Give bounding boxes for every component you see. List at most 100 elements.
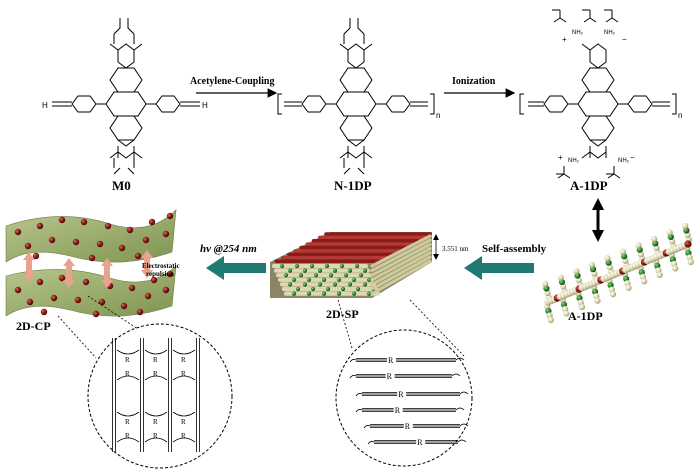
sp-green-atom <box>313 273 319 278</box>
sp-green-atom <box>302 282 308 287</box>
sp-chain-end <box>349 374 357 379</box>
sp-dimension-label: 3.551 nm <box>442 245 469 253</box>
ionization-label: Ionization <box>452 76 496 87</box>
electrostatic-label: Electrostatic <box>142 262 180 270</box>
sp-green-atom <box>351 291 357 296</box>
a1dp-n-subscript: n <box>678 111 682 120</box>
m0-h-left: H <box>42 101 48 110</box>
cp-crosslink <box>116 437 140 443</box>
a1dp-plus-top: + <box>562 35 567 44</box>
sp-r-gap <box>403 421 413 431</box>
a1dp-label-bottom: A-1DP <box>568 309 603 323</box>
cp-charged-site <box>36 222 44 230</box>
sp-green-atom <box>287 268 293 273</box>
sp-r-group: R <box>388 356 394 365</box>
n1dp-structure: n N-1DP <box>277 18 440 193</box>
cp-charged-site <box>80 218 88 226</box>
cp-zoom-connector <box>57 295 233 469</box>
cp-charged-site <box>118 244 126 252</box>
sp-green-atom <box>347 282 353 287</box>
cp-charged-site <box>162 286 170 294</box>
cp-charged-site <box>14 286 22 294</box>
sp-chain-end <box>459 423 469 427</box>
sp-green-atom <box>295 286 301 292</box>
photopolymerization-label: hv @254 nm <box>200 243 257 255</box>
cp-zoom-circle <box>87 323 233 469</box>
repulsion-pillars <box>23 250 153 288</box>
sp-green-atom <box>332 282 338 287</box>
cp-charged-site <box>92 310 100 318</box>
cp-r-group: R <box>125 432 130 440</box>
a1dp-side-atom <box>666 229 673 236</box>
sp-green-atom <box>366 277 372 282</box>
upper-sheet <box>5 209 177 263</box>
cp-charged-site <box>144 292 152 300</box>
sp-chain-end <box>349 358 357 363</box>
cp-charged-site <box>162 230 170 238</box>
sp-green-atom <box>306 277 312 282</box>
sp-r-gap <box>393 405 403 415</box>
a1dp-side-atom <box>542 280 549 288</box>
sp-green-atom <box>321 291 327 296</box>
sp-green-atom <box>362 282 368 287</box>
cp-charged-site <box>96 240 104 248</box>
sp-r-group: R <box>417 438 423 447</box>
sp-green-atom <box>291 277 297 282</box>
cp-r-group: R <box>181 418 186 426</box>
sp-green-atom <box>358 273 364 278</box>
a1dp-side-atom <box>594 297 601 304</box>
cp-charged-site <box>40 308 48 316</box>
cp-r-group: R <box>125 356 130 364</box>
sp-chain-end <box>455 407 465 411</box>
cp-charged-site <box>120 302 128 310</box>
cp-charged-site <box>14 228 22 236</box>
2d-sp-label: 2D-SP <box>326 307 359 321</box>
cp-crosslink <box>116 411 140 417</box>
a1dp-side-atom <box>573 268 580 275</box>
sp-chain-end <box>451 373 461 377</box>
sp-green-atom <box>325 286 331 292</box>
a1dp-side-atom <box>672 265 679 272</box>
sp-green-atom <box>366 291 372 296</box>
sp-r-gap <box>397 389 407 399</box>
sp-green-atom <box>324 263 330 269</box>
a1dp-label-top: A-1DP <box>570 178 608 193</box>
sp-side-strand <box>370 251 432 286</box>
cp-charged-site <box>74 296 82 304</box>
2d-cp-label: 2D-CP <box>16 319 51 333</box>
sp-green-atom <box>317 282 323 287</box>
a1dp-side-atom <box>609 291 617 298</box>
sp-r-group: R <box>405 422 411 431</box>
cp-charged-site <box>126 226 134 234</box>
2d-sp-slab: 3.551 nm 2D-SP <box>270 232 469 321</box>
a1dp-side-atom <box>578 304 586 311</box>
cp-charged-site <box>150 276 158 284</box>
a1dp-nh2-bottom-right: NH₂ <box>618 158 630 164</box>
sp-side-strand <box>370 259 432 296</box>
sp-green-atom <box>339 263 345 269</box>
acetylene-coupling-arrow: Acetylene-Coupling <box>190 76 278 98</box>
cp-charged-site <box>166 212 174 220</box>
sp-r-gap <box>387 355 396 365</box>
sp-green-atom <box>279 263 285 269</box>
cp-charged-site <box>98 298 106 306</box>
sp-chain-end <box>355 392 363 397</box>
a1dp-nh2-top-left: NH₂ <box>572 30 584 36</box>
sp-green-atom <box>354 263 360 269</box>
a1dp-side-atom <box>687 258 694 266</box>
a1dp-side-atom <box>588 261 595 268</box>
sp-chain-end <box>455 357 465 361</box>
sp-green-atom <box>317 268 323 273</box>
a1dp-structure: NH₂ NH₂ + − NH₂ NH₂ + − n A-1DP <box>519 9 682 193</box>
n1dp-label: N-1DP <box>334 178 372 193</box>
cp-crosslink <box>144 349 168 355</box>
a1dp-side-atom <box>650 235 658 242</box>
2d-cp-sheets: Electrostatic repulsion 2D-CP <box>5 209 180 333</box>
sp-green-atom <box>310 286 316 292</box>
cp-r-group: R <box>153 356 158 364</box>
cp-charged-site <box>82 278 90 286</box>
sp-r-gap <box>416 437 426 447</box>
self-assembly-label: Self-assembly <box>482 243 547 255</box>
cp-charged-site <box>104 222 112 230</box>
